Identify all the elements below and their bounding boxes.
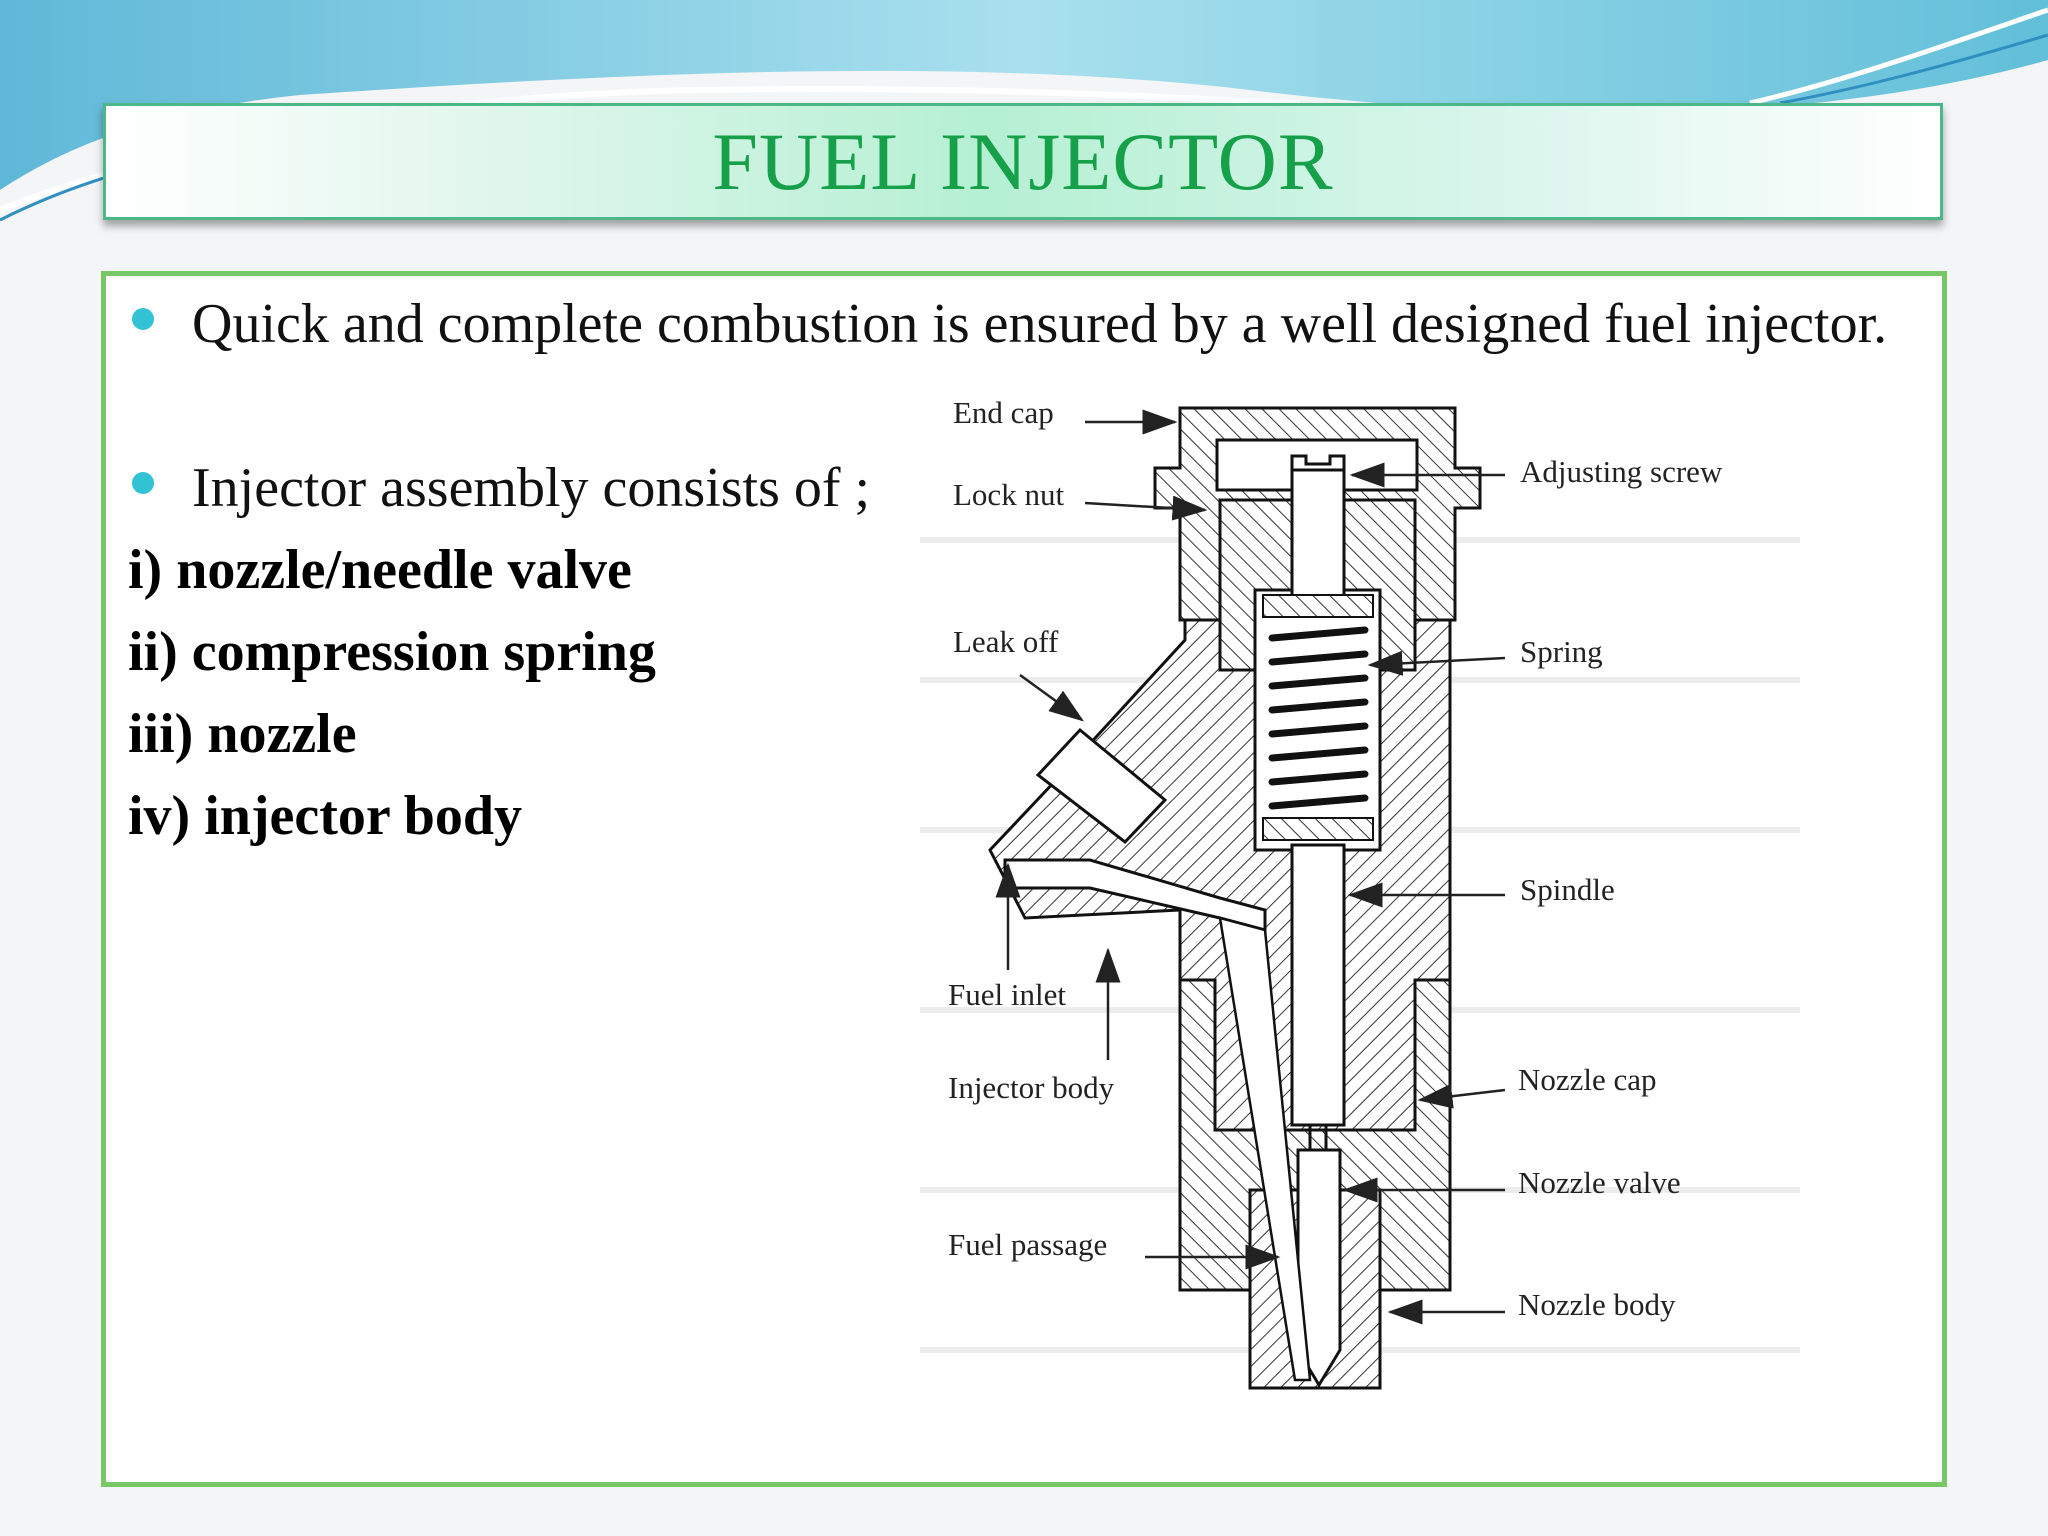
component-item: ii) compression spring — [128, 621, 656, 683]
label-nozzle-cap: Nozzle cap — [1518, 1062, 1657, 1097]
label-spindle: Spindle — [1520, 872, 1615, 907]
label-end-cap: End cap — [953, 395, 1054, 430]
label-nozzle-valve: Nozzle valve — [1518, 1165, 1681, 1200]
nozzle-cap-shape — [1178, 978, 1452, 1292]
component-item: i) nozzle/needle valve — [128, 539, 632, 601]
title-bar: FUEL INJECTOR — [103, 103, 1943, 220]
component-item: iv) injector body — [128, 785, 523, 847]
bullet-icon — [132, 472, 154, 494]
spindle-shape — [1290, 843, 1346, 1127]
fuel-injector-diagram: End cap Adjusting screw Lock nut Leak of… — [920, 395, 1800, 1390]
bullet-item: Quick and complete combustion is ensured… — [132, 292, 1887, 356]
label-nozzle-body: Nozzle body — [1518, 1287, 1676, 1322]
bullet-text: Injector assembly consists of ; — [192, 457, 871, 519]
spring-coils — [1268, 626, 1369, 810]
label-injector-body: Injector body — [948, 1070, 1115, 1105]
bullet-text: Quick and complete combustion is ensured… — [192, 293, 1888, 355]
adjusting-screw-shape — [1290, 468, 1346, 612]
slide-title: FUEL INJECTOR — [712, 115, 1334, 207]
label-spring: Spring — [1520, 634, 1603, 669]
bullet-item: Injector assembly consists of ; — [132, 456, 870, 520]
label-fuel-inlet: Fuel inlet — [948, 977, 1066, 1012]
component-item: iii) nozzle — [128, 703, 357, 765]
diagram-labels: End cap Adjusting screw Lock nut Leak of… — [948, 395, 1723, 1325]
label-fuel-passage: Fuel passage — [948, 1227, 1107, 1262]
label-leak-off: Leak off — [953, 624, 1059, 659]
label-lock-nut: Lock nut — [953, 477, 1064, 512]
label-adjusting-screw: Adjusting screw — [1520, 454, 1723, 489]
bullet-icon — [132, 308, 154, 330]
